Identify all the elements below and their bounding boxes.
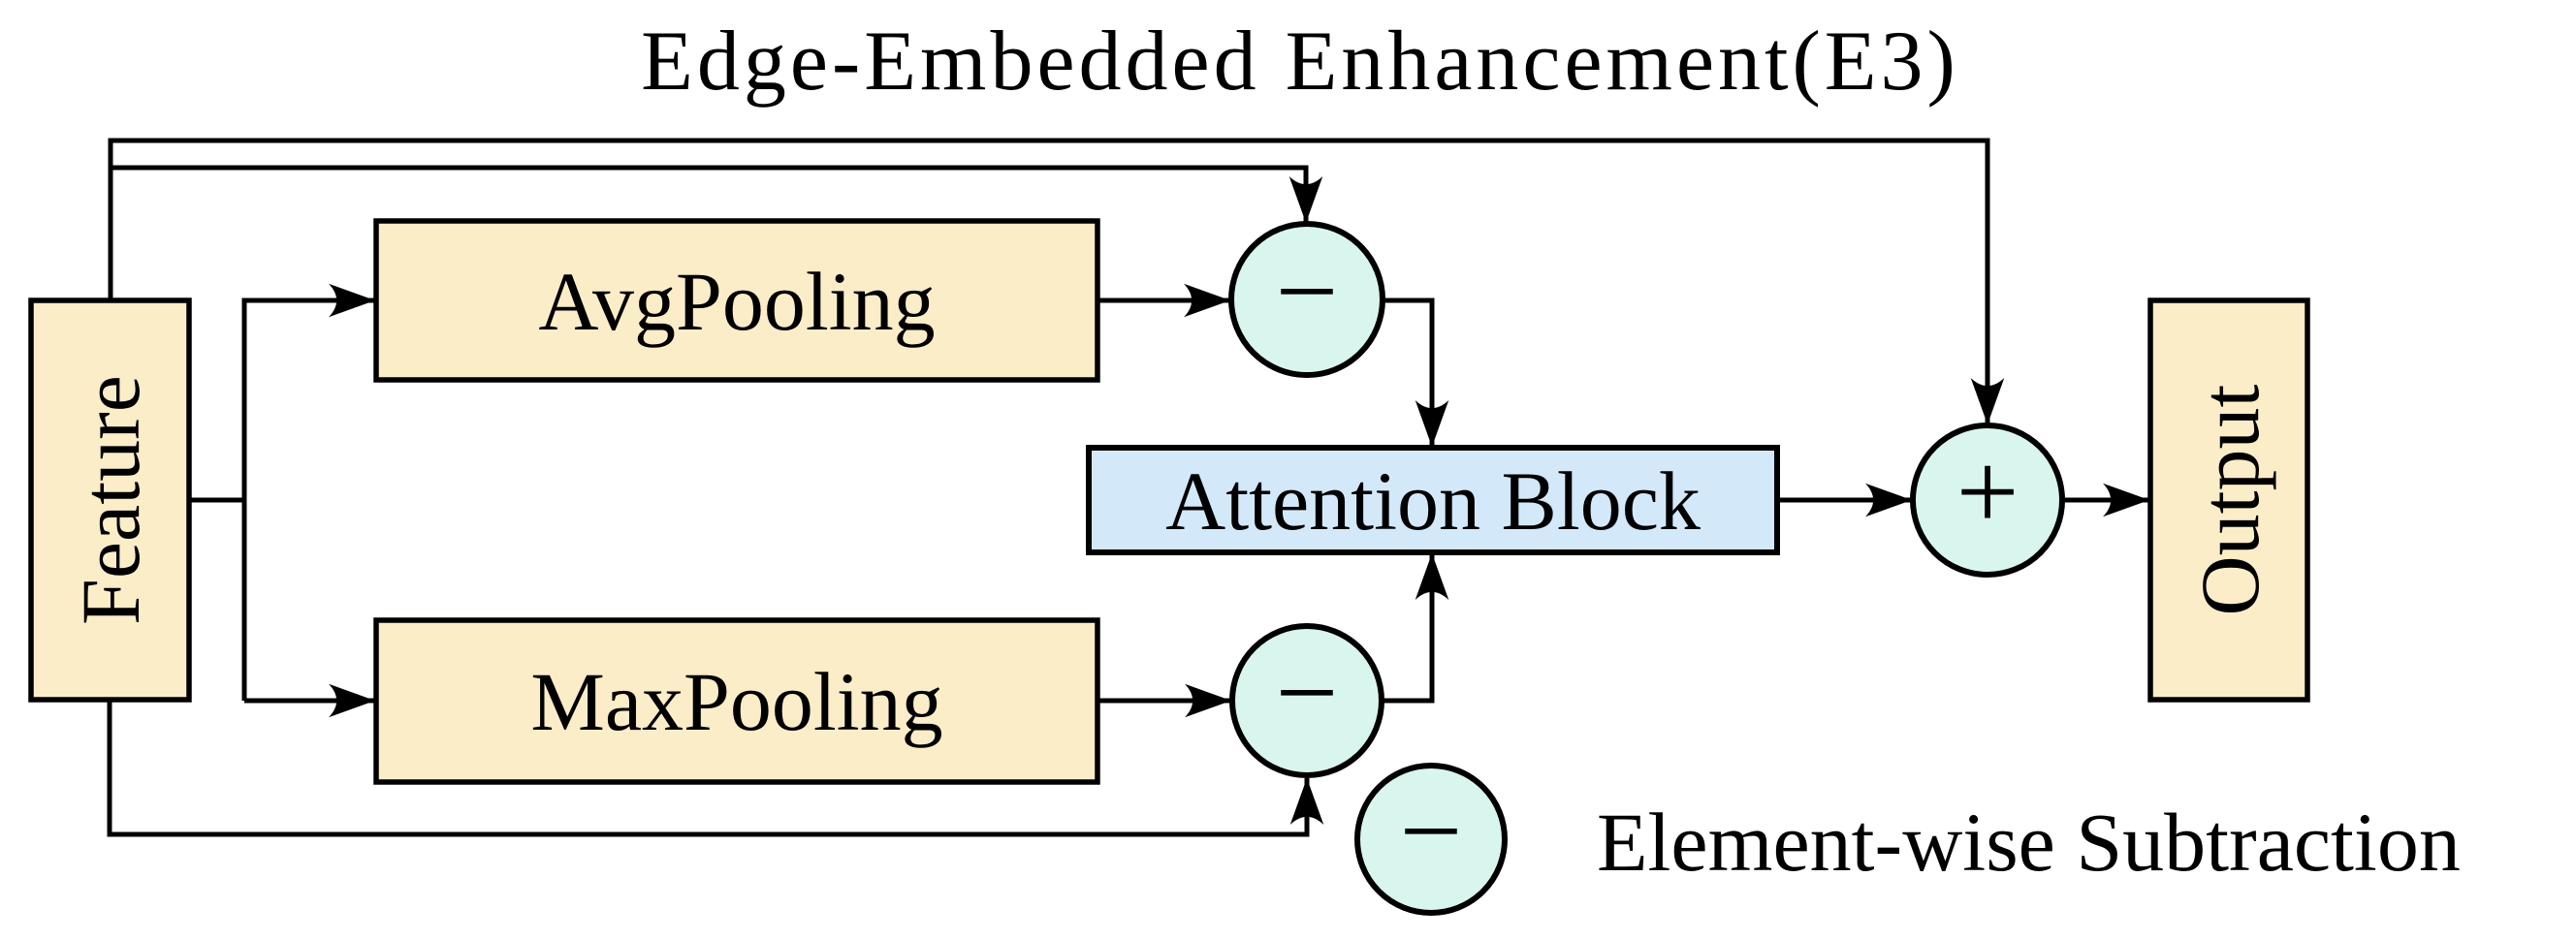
plus-icon: + xyxy=(1956,430,2019,553)
edge-feature-to-subtract-top xyxy=(111,165,1323,223)
feature-node-label: Feature xyxy=(64,375,157,625)
output-node-label: Output xyxy=(2183,384,2276,615)
subtract-top-circle xyxy=(1228,221,1385,378)
minus-icon: − xyxy=(1400,769,1463,893)
maxpooling-node-box xyxy=(373,617,1100,785)
attention-block-box xyxy=(1086,445,1780,555)
edge-feature-to-subtract-bottom xyxy=(107,700,1324,837)
edge-subtract-bottom-to-attention xyxy=(1381,553,1449,704)
edge-branch-to-avgpooling xyxy=(241,283,375,701)
minus-icon: − xyxy=(1276,631,1339,754)
diagram-title: Edge-Embedded Enhancement(E3) xyxy=(641,15,1959,109)
attention-block-label: Attention Block xyxy=(1165,454,1701,548)
output-node-box xyxy=(2147,298,2310,703)
edge-feature-to-add xyxy=(108,138,2005,424)
avgpooling-node-label: AvgPooling xyxy=(538,255,935,348)
avgpooling-node-box xyxy=(373,218,1100,383)
add-circle xyxy=(1910,423,2065,578)
legend-subtract-circle xyxy=(1354,763,1508,916)
subtract-bottom-circle xyxy=(1229,623,1384,778)
legend-label: Element-wise Subtraction xyxy=(1597,796,2461,889)
minus-icon: − xyxy=(1276,230,1339,353)
maxpooling-node-label: MaxPooling xyxy=(530,655,942,748)
edge-subtract-top-to-attention xyxy=(1383,298,1449,447)
feature-node-box xyxy=(28,298,192,703)
